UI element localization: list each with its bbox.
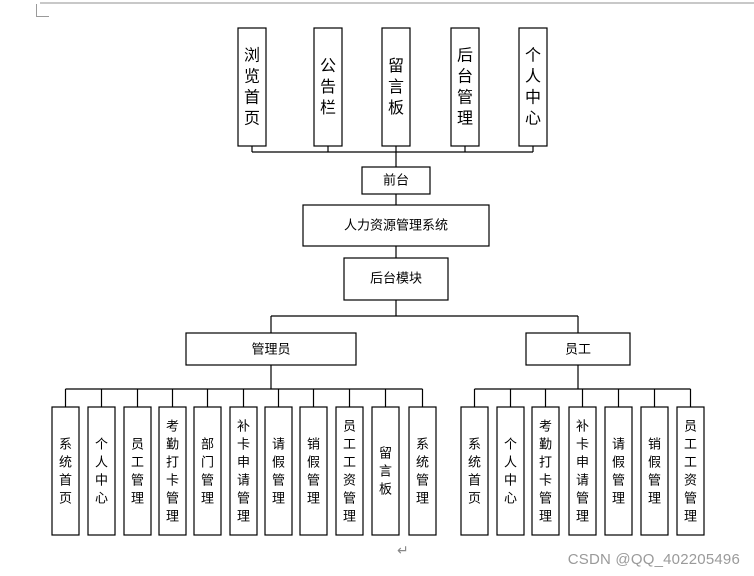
leaf-label: 补卡申请管理 — [237, 420, 250, 525]
frontend-label: 前台 — [383, 173, 409, 189]
leaf-box — [496, 406, 525, 536]
leaf-label: 补卡申请管理 — [576, 420, 589, 525]
role-box — [185, 332, 357, 366]
front-item-label: 留言板 — [388, 56, 404, 117]
role-box — [525, 332, 631, 366]
leaf-label: 系统管理 — [416, 438, 429, 507]
leaf-label: 留言板 — [379, 447, 392, 498]
leaf-box — [299, 406, 328, 536]
leaf-label: 请假管理 — [272, 438, 285, 507]
paragraph-mark: ↵ — [397, 543, 409, 559]
page-top-border — [40, 2, 754, 4]
leaf-label: 销假管理 — [648, 438, 661, 507]
leaf-label: 销假管理 — [307, 438, 320, 507]
leaf-label: 系统首页 — [59, 438, 72, 507]
leaf-label: 个人中心 — [504, 438, 517, 507]
leaf-label: 考勤打卡管理 — [539, 420, 552, 525]
front-item-box — [313, 27, 343, 147]
leaf-box — [640, 406, 669, 536]
leaf-box — [408, 406, 437, 536]
leaf-box — [51, 406, 80, 536]
system-box — [302, 204, 490, 247]
leaf-box — [460, 406, 489, 536]
leaf-label: 员工管理 — [131, 438, 144, 507]
front-item-label: 公告栏 — [320, 56, 336, 117]
leaf-box — [229, 406, 258, 536]
leaf-box — [158, 406, 187, 536]
leaf-box — [604, 406, 633, 536]
leaf-box — [676, 406, 705, 536]
page-corner-mark — [36, 4, 49, 17]
leaf-label: 员工工资管理 — [343, 420, 356, 525]
leaf-label: 系统首页 — [468, 438, 481, 507]
front-item-label: 个人中心 — [525, 46, 541, 128]
watermark-text: CSDN @QQ_402205496 — [567, 551, 740, 568]
leaf-box — [335, 406, 364, 536]
backend-label: 后台模块 — [370, 272, 422, 287]
leaf-box — [193, 406, 222, 536]
leaf-box — [123, 406, 152, 536]
front-item-box — [450, 27, 480, 147]
front-item-label: 浏览首页 — [244, 46, 260, 128]
leaf-label: 部门管理 — [201, 438, 214, 507]
front-item-box — [381, 27, 411, 147]
leaf-box — [264, 406, 293, 536]
backend-box — [343, 257, 449, 301]
leaf-label: 考勤打卡管理 — [166, 420, 179, 525]
leaf-box — [87, 406, 116, 536]
leaf-label: 个人中心 — [95, 438, 108, 507]
front-item-box — [518, 27, 548, 147]
leaf-box — [568, 406, 597, 536]
role-label: 管理员 — [251, 343, 290, 358]
role-label: 员工 — [565, 343, 591, 358]
system-label: 人力资源管理系统 — [344, 219, 448, 234]
leaf-label: 请假管理 — [612, 438, 625, 507]
leaf-box — [531, 406, 560, 536]
leaf-label: 员工工资管理 — [684, 420, 697, 525]
front-item-label: 后台管理 — [457, 46, 473, 128]
leaf-box — [371, 406, 400, 536]
frontend-box — [361, 166, 431, 195]
